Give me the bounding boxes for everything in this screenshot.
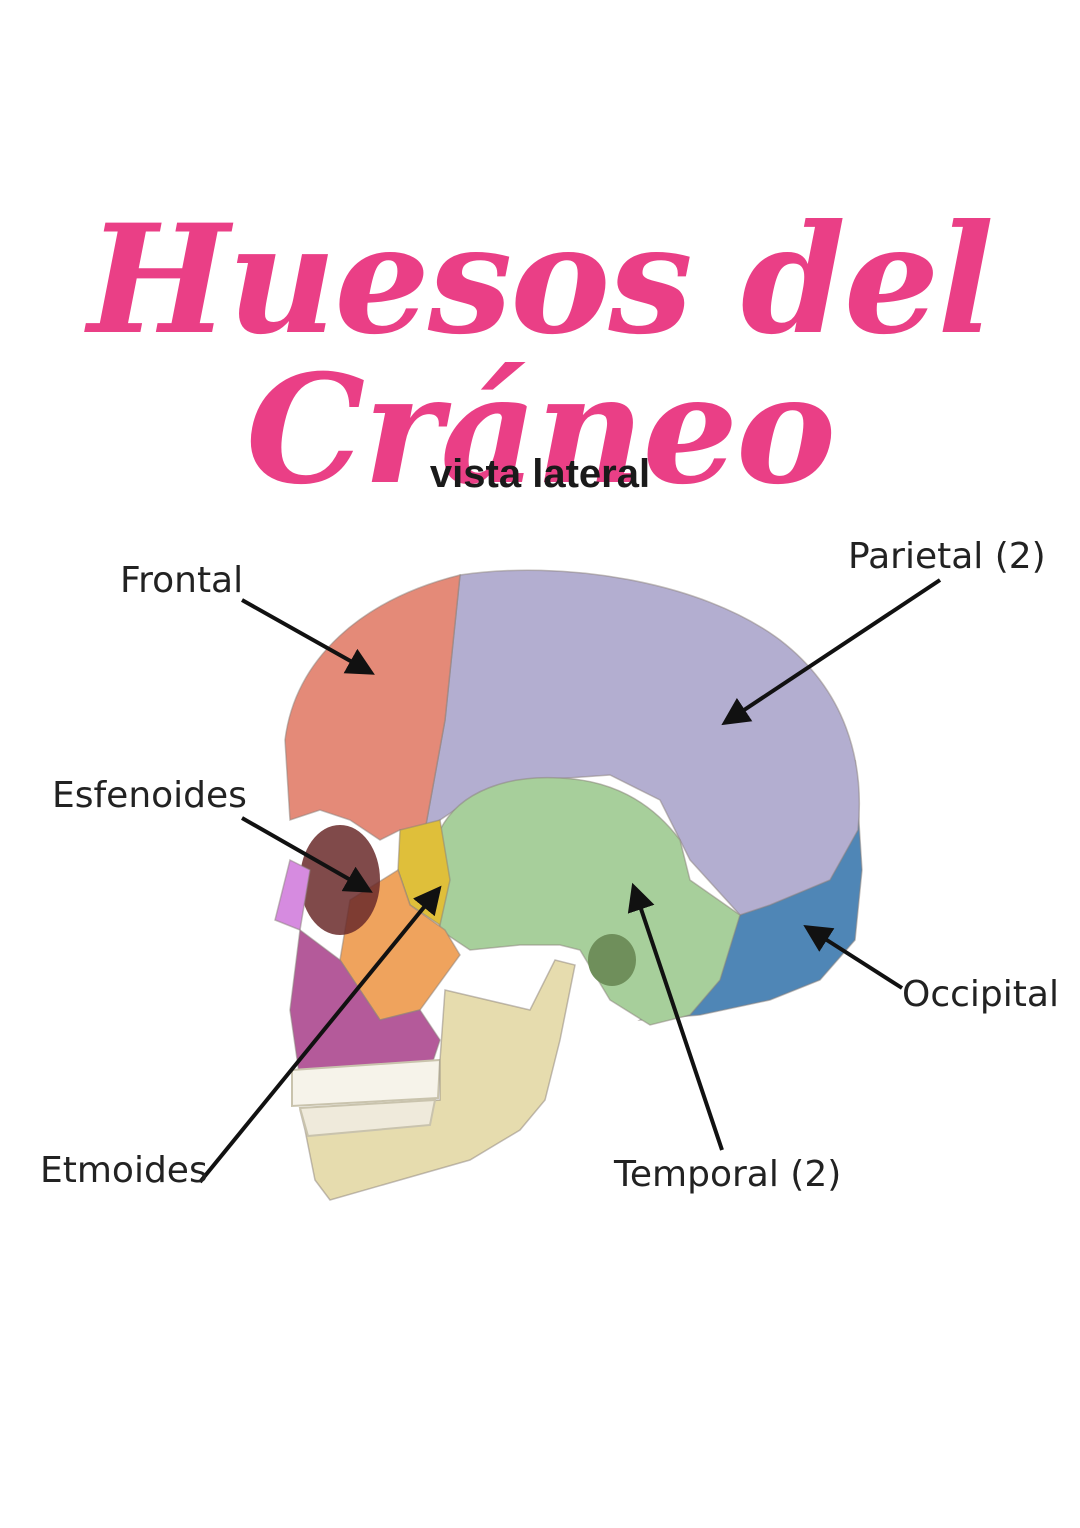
label-etmoides: Etmoides	[40, 1150, 208, 1191]
maxilla-bone	[289, 928, 441, 1081]
label-temporal: Temporal (2)	[614, 1154, 842, 1195]
arrow-occipital	[803, 924, 904, 990]
label-parietal: Parietal (2)	[848, 536, 1046, 577]
temporal-bone	[434, 776, 741, 1026]
lower-teeth	[298, 1098, 437, 1138]
arrows	[198, 578, 942, 1184]
orbit	[300, 825, 380, 935]
arrow-frontal	[241, 598, 375, 675]
page-subtitle: vista lateral	[429, 452, 651, 496]
nasal-bone	[274, 858, 311, 932]
parietal-bone	[423, 569, 861, 916]
arrow-etmoides	[198, 885, 442, 1184]
label-esfenoides: Esfenoides	[52, 775, 247, 816]
arrow-esfenoides	[241, 816, 373, 893]
frontal-bone	[284, 574, 461, 841]
arrow-parietal	[721, 578, 942, 726]
label-frontal: Frontal	[120, 560, 244, 601]
arrow-temporal	[627, 882, 724, 1151]
page-title: Huesos del Cráneo	[87, 192, 995, 518]
ear-canal	[588, 934, 636, 986]
label-occipital: Occipital	[902, 974, 1059, 1015]
upper-teeth	[291, 1058, 442, 1108]
